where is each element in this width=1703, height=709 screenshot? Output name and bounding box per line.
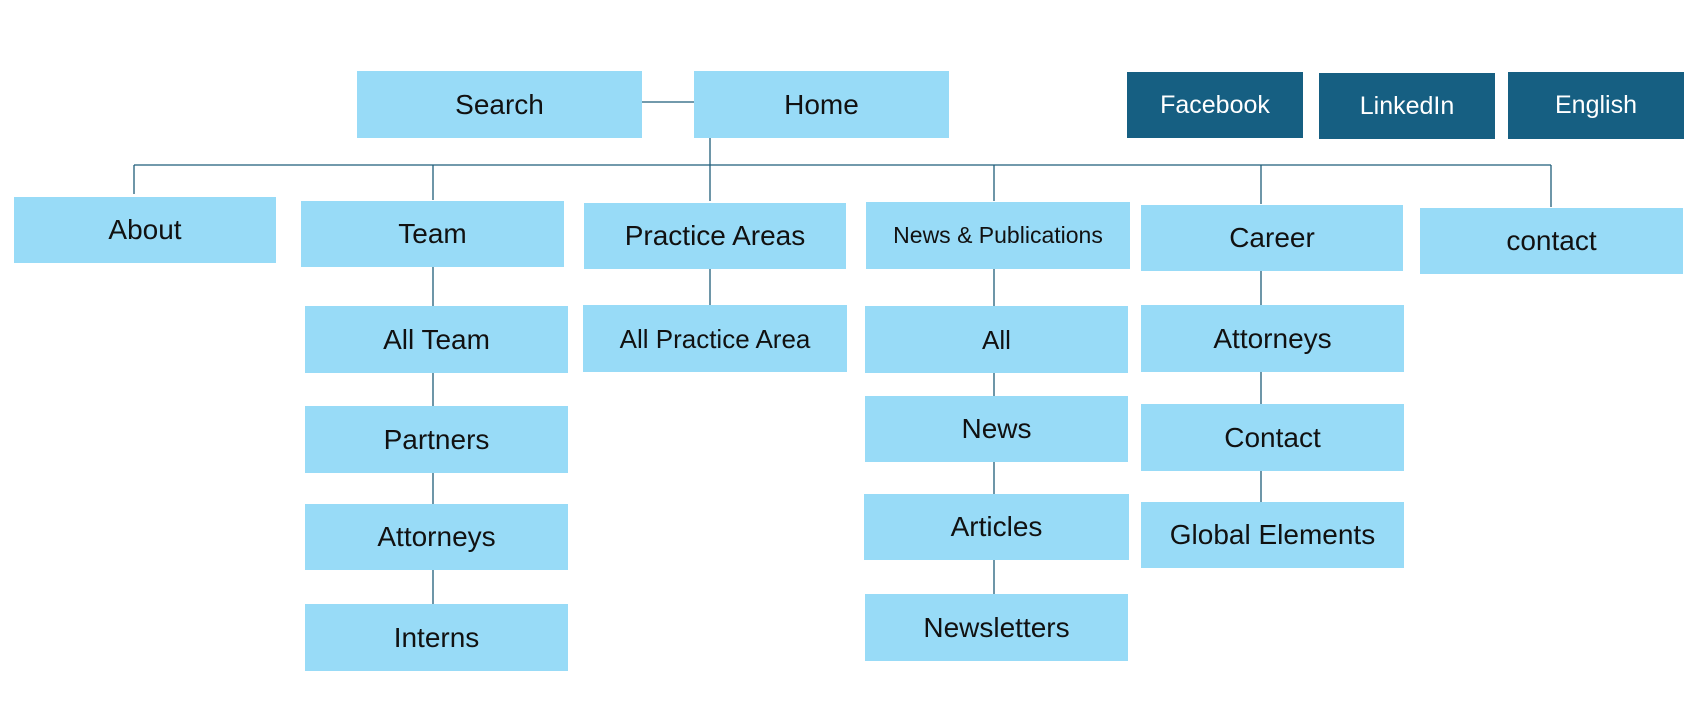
news-child-node[interactable]: Newsletters: [865, 594, 1128, 661]
practice-areas-node[interactable]: Practice Areas: [584, 203, 846, 269]
career-child-node[interactable]: Contact: [1141, 404, 1404, 471]
contact-label: contact: [1506, 225, 1597, 256]
team-child-label: Interns: [393, 621, 480, 653]
practice-areas-label: Practice Areas: [624, 220, 806, 251]
facebook-label: Facebook: [1160, 90, 1270, 119]
career-child-node[interactable]: Attorneys: [1141, 305, 1404, 372]
career-child-label: Global Elements: [1169, 519, 1376, 550]
facebook-button[interactable]: Facebook: [1127, 72, 1303, 138]
team-child-label: Attorneys: [377, 521, 496, 552]
about-node[interactable]: About: [14, 197, 276, 263]
news-child-node[interactable]: Articles: [864, 494, 1129, 560]
news-child-node[interactable]: News: [865, 396, 1128, 462]
news-child-label: All: [982, 324, 1011, 355]
home-label: Home: [784, 88, 859, 120]
search-node[interactable]: Search: [357, 71, 642, 138]
career-node[interactable]: Career: [1141, 205, 1403, 271]
team-child-node[interactable]: Partners: [305, 406, 568, 473]
team-label: Team: [398, 218, 467, 249]
english-button[interactable]: English: [1508, 72, 1684, 139]
about-label: About: [108, 214, 182, 245]
news-child-label: Articles: [950, 511, 1043, 542]
team-child-label: All Team: [383, 323, 490, 355]
linkedin-button[interactable]: LinkedIn: [1319, 73, 1495, 139]
career-child-label: Contact: [1224, 421, 1321, 453]
career-child-label: Attorneys: [1213, 322, 1332, 354]
team-node[interactable]: Team: [301, 201, 564, 267]
home-node[interactable]: Home: [694, 71, 949, 138]
practice-child-node[interactable]: All Practice Area: [583, 305, 847, 372]
team-child-node[interactable]: Attorneys: [305, 504, 568, 570]
team-child-node[interactable]: Interns: [305, 604, 568, 671]
news-child-node[interactable]: All: [865, 306, 1128, 373]
team-child-label: Partners: [383, 423, 490, 455]
news-child-label: News: [961, 413, 1032, 444]
english-label: English: [1555, 91, 1637, 119]
search-label: Search: [455, 88, 544, 120]
news-child-label: Newsletters: [923, 611, 1070, 643]
practice-child-label: All Practice Area: [619, 323, 811, 354]
contact-node[interactable]: contact: [1420, 208, 1683, 274]
news-publications-label: News & Publications: [893, 222, 1103, 248]
linkedin-label: LinkedIn: [1359, 91, 1455, 120]
career-child-node[interactable]: Global Elements: [1141, 502, 1404, 568]
team-child-node[interactable]: All Team: [305, 306, 568, 373]
career-label: Career: [1229, 222, 1315, 253]
news-publications-node[interactable]: News & Publications: [866, 202, 1130, 269]
